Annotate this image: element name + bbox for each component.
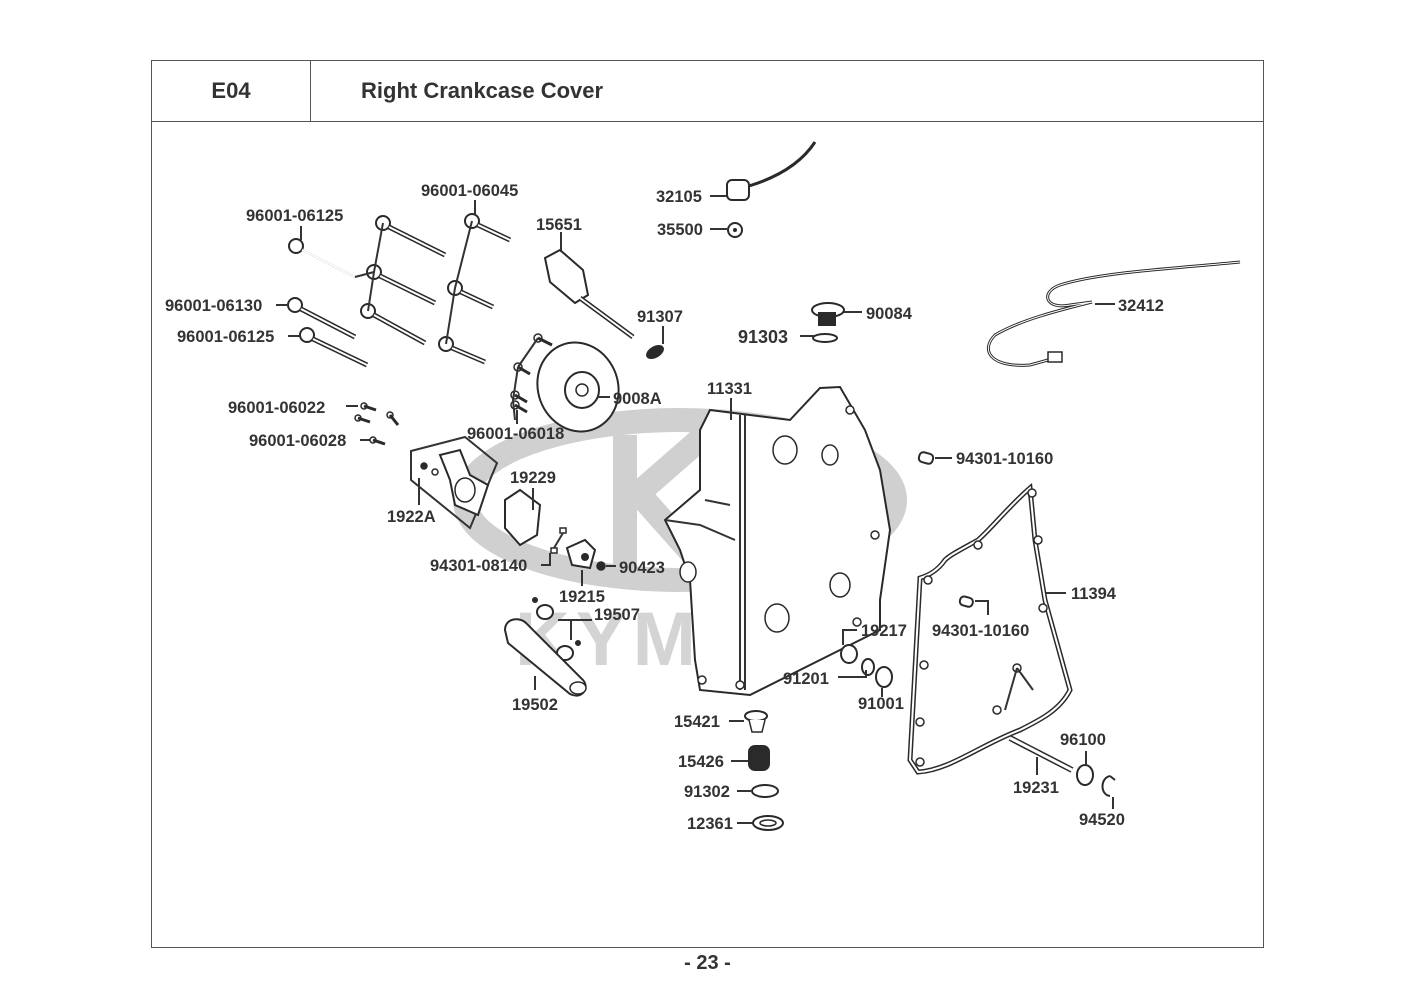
part-label: 15651	[536, 216, 582, 234]
bolt-icon	[366, 264, 437, 306]
part-label: 90084	[866, 305, 913, 323]
bolt-icon	[360, 303, 427, 346]
part-label: 32105	[656, 188, 702, 206]
sensor-icon	[726, 141, 817, 201]
bolt-icon	[288, 238, 356, 278]
bearing-icon	[875, 666, 893, 688]
bolt-icon	[287, 297, 357, 340]
small-bolts	[354, 333, 553, 446]
part-label: 96001-06022	[228, 399, 325, 417]
water-pump-shaft-icon	[1008, 735, 1074, 773]
hose-clamp-icon	[532, 597, 581, 661]
part-label: 15426	[678, 753, 724, 771]
bolt-icon	[375, 215, 447, 258]
part-label: 19502	[512, 696, 558, 714]
part-labels: 96001-06125 96001-06045 15651 32105 3550…	[165, 182, 1164, 833]
part-label: 19231	[1013, 779, 1059, 797]
page-number: - 23 -	[684, 952, 731, 974]
part-label: 91201	[783, 670, 829, 688]
bolt-icon	[464, 213, 512, 243]
part-label: 96001-06028	[249, 432, 346, 450]
spring-icon	[748, 745, 770, 771]
o-ring-icon	[646, 345, 664, 359]
part-label: 12361	[687, 815, 733, 833]
bearing-icon	[1076, 764, 1094, 786]
part-label: 19217	[861, 622, 907, 640]
circlip-icon	[1101, 775, 1116, 797]
crankcase-cover-icon	[663, 385, 892, 697]
drain-plug-icon	[752, 815, 784, 831]
part-label: 1922A	[387, 508, 436, 526]
part-label: 94301-10160	[932, 622, 1029, 640]
washer-icon	[596, 561, 606, 571]
water-pump-cover-icon	[410, 435, 499, 530]
part-label: 96001-06130	[165, 297, 262, 315]
section-code: E04	[151, 60, 311, 121]
page-title: Right Crankcase Cover	[361, 78, 604, 103]
part-label: 9008A	[613, 390, 662, 408]
part-label: 96001-06125	[246, 207, 343, 225]
oil-level-gauge-icon	[543, 248, 635, 340]
part-label: 90423	[619, 559, 665, 577]
part-label: 96001-06018	[467, 425, 564, 443]
dowel-pin-icon	[550, 527, 567, 554]
part-label: 94520	[1079, 811, 1125, 829]
part-label: 91303	[738, 327, 788, 347]
part-label: 96100	[1060, 731, 1106, 749]
part-label: 96001-06125	[177, 328, 274, 346]
impeller-icon	[565, 538, 597, 570]
pump-gasket-icon	[504, 488, 542, 547]
cover-gasket-icon	[907, 482, 1073, 775]
o-ring-icon	[751, 784, 779, 798]
leader-lines	[276, 195, 1115, 824]
wire-harness-icon	[986, 260, 1241, 367]
part-label: 19229	[510, 469, 556, 487]
filler-cap-icon	[811, 302, 845, 326]
part-label: 91302	[684, 783, 730, 801]
o-ring-icon	[812, 333, 838, 343]
part-label: 15421	[674, 713, 720, 731]
part-label: 94301-10160	[956, 450, 1053, 468]
part-label: 19507	[594, 606, 640, 624]
switch-icon	[727, 222, 743, 238]
oil-seal-icon	[861, 658, 875, 676]
water-hose-icon	[503, 618, 587, 697]
part-label: 19215	[559, 588, 605, 606]
impeller-cover-icon	[536, 341, 620, 433]
oil-strainer-icon	[744, 710, 768, 733]
part-label: 94301-08140	[430, 557, 527, 575]
part-label: 35500	[657, 221, 703, 239]
bolt-icon	[299, 327, 369, 368]
part-label: 96001-06045	[421, 182, 518, 200]
diagram-frame	[151, 121, 1264, 948]
part-label: 11394	[1071, 585, 1117, 603]
dowel-pin-icon	[958, 595, 974, 608]
dowel-pin-icon	[917, 451, 935, 465]
part-label: 11331	[707, 380, 752, 398]
part-label: 91307	[637, 308, 683, 326]
part-label: 91001	[858, 695, 904, 713]
seal-icon	[840, 644, 858, 664]
bolt-set	[287, 213, 512, 368]
part-label: 32412	[1118, 297, 1164, 315]
